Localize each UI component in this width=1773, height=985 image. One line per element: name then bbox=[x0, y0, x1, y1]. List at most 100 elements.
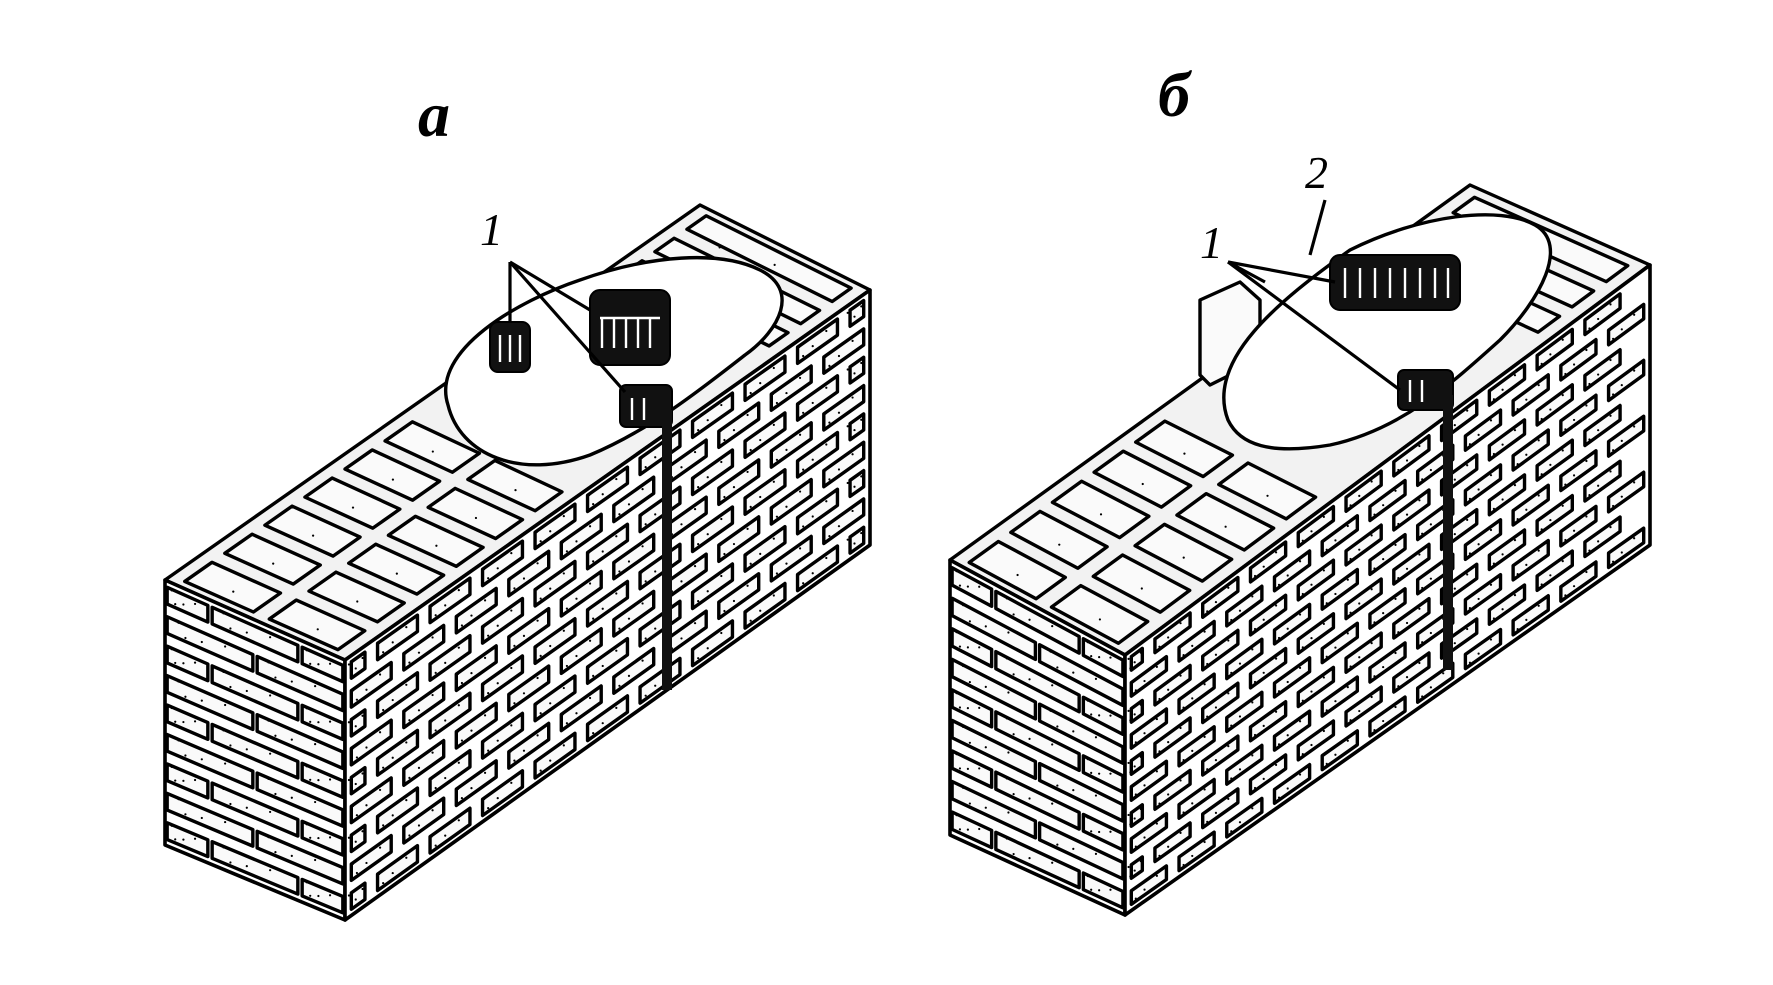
panel-b-letter: б bbox=[1158, 59, 1193, 130]
panel-a-end-bricks bbox=[165, 585, 345, 915]
brick bbox=[1129, 803, 1145, 828]
brick bbox=[743, 524, 787, 573]
brick bbox=[300, 703, 345, 742]
brick bbox=[795, 374, 840, 422]
panel-b-end-bricks bbox=[950, 566, 1125, 910]
brick bbox=[1129, 855, 1145, 880]
brick bbox=[533, 559, 577, 608]
brick bbox=[402, 796, 446, 845]
panel-b-callout-leaders bbox=[1227, 199, 1401, 392]
panel-b: б 12 bbox=[948, 59, 1652, 917]
brick bbox=[950, 596, 1038, 662]
brick bbox=[717, 515, 761, 564]
brick bbox=[428, 748, 472, 798]
brick bbox=[533, 617, 577, 666]
brick bbox=[165, 703, 210, 741]
brick bbox=[559, 512, 603, 561]
top-brick bbox=[183, 560, 283, 614]
top-brick bbox=[1050, 479, 1151, 540]
brick bbox=[717, 401, 761, 450]
top-brick bbox=[1049, 583, 1150, 646]
brick bbox=[795, 544, 840, 593]
brick bbox=[255, 829, 345, 886]
panel-a-side-bricks bbox=[347, 298, 866, 911]
brick bbox=[848, 355, 866, 385]
brick bbox=[300, 761, 345, 799]
brick bbox=[950, 779, 1038, 840]
brick bbox=[255, 654, 345, 713]
brick bbox=[950, 657, 1038, 721]
brick bbox=[559, 569, 603, 618]
brick bbox=[743, 581, 787, 630]
brick bbox=[210, 781, 300, 838]
brick bbox=[428, 576, 472, 625]
brick bbox=[769, 534, 813, 583]
brick bbox=[690, 562, 735, 611]
brick bbox=[428, 633, 472, 682]
top-brick bbox=[1217, 461, 1318, 521]
panel-a-callout-leaders bbox=[508, 260, 627, 394]
brick bbox=[255, 771, 345, 828]
top-brick bbox=[466, 458, 564, 513]
brick bbox=[822, 383, 866, 432]
top-brick bbox=[263, 504, 362, 558]
top-brick bbox=[685, 214, 853, 304]
brick bbox=[994, 710, 1081, 773]
brick bbox=[375, 728, 420, 777]
brick bbox=[994, 770, 1081, 831]
brick bbox=[165, 821, 210, 859]
brick bbox=[585, 694, 630, 743]
brick bbox=[454, 701, 498, 750]
brick bbox=[585, 465, 630, 514]
brick bbox=[690, 448, 735, 497]
brick bbox=[480, 654, 525, 703]
brick bbox=[402, 681, 446, 730]
brick bbox=[585, 522, 630, 571]
brick bbox=[994, 649, 1081, 714]
brick bbox=[848, 525, 866, 555]
brick bbox=[848, 298, 866, 328]
brick bbox=[349, 660, 393, 709]
brick bbox=[1129, 646, 1145, 672]
brick bbox=[822, 497, 866, 546]
brick bbox=[507, 606, 551, 655]
brick bbox=[1081, 695, 1125, 737]
brick bbox=[349, 776, 393, 825]
brick bbox=[300, 819, 345, 857]
brick bbox=[480, 769, 525, 818]
brick bbox=[1037, 643, 1125, 708]
brick bbox=[165, 762, 210, 800]
brick bbox=[454, 644, 498, 693]
brick bbox=[1081, 637, 1125, 679]
brick bbox=[255, 713, 345, 771]
brick bbox=[349, 823, 367, 854]
panel-b-side-bricks bbox=[1127, 292, 1646, 907]
top-brick bbox=[1009, 509, 1109, 570]
top-brick bbox=[223, 532, 322, 586]
brick bbox=[375, 613, 420, 662]
brick bbox=[165, 615, 255, 673]
top-brick bbox=[303, 476, 402, 530]
top-brick bbox=[343, 448, 442, 502]
brick bbox=[994, 830, 1081, 890]
brick bbox=[349, 708, 367, 738]
brick bbox=[612, 646, 656, 695]
panel-b-rod bbox=[1397, 369, 1454, 670]
panel-a-callout-1: 1 bbox=[480, 204, 503, 255]
brick bbox=[585, 636, 630, 686]
brick bbox=[743, 411, 787, 460]
brick bbox=[690, 391, 735, 440]
brick bbox=[559, 627, 603, 676]
brick bbox=[994, 589, 1081, 655]
brick bbox=[428, 806, 472, 855]
brick bbox=[1037, 761, 1125, 823]
brick bbox=[480, 539, 525, 588]
panel-b-mortar-bed bbox=[1222, 213, 1553, 451]
panel-a-mesh-small bbox=[489, 321, 531, 373]
brick bbox=[848, 412, 866, 442]
brick bbox=[585, 579, 630, 628]
brick bbox=[612, 475, 656, 524]
brick bbox=[743, 354, 787, 403]
brick bbox=[795, 317, 840, 366]
